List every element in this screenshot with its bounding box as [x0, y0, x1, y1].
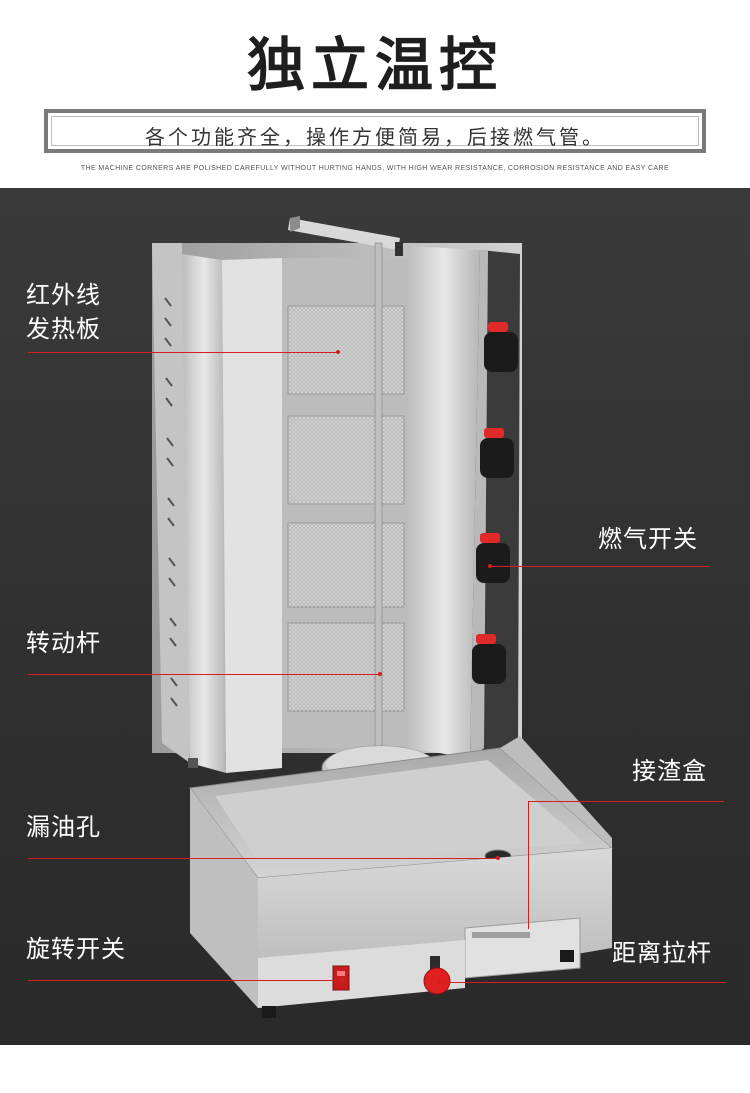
rotating-rod [374, 242, 383, 789]
leader-line [28, 674, 380, 675]
product-stage: 红外线 发热板 燃气开关 转动杆 接渣盒 漏油孔 旋转开关 距离拉杆 [0, 188, 750, 1045]
callout-oil-drain-hole: 漏油孔 [26, 813, 101, 841]
leader-dot [496, 856, 500, 860]
infrared-heater-plates [287, 305, 405, 712]
side-vents [164, 297, 178, 707]
leader-line [28, 352, 338, 353]
leader-dot [378, 672, 382, 676]
leader-dot [488, 564, 492, 568]
callout-gas-switch: 燃气开关 [598, 525, 698, 553]
lever-knob [423, 967, 451, 995]
page-title: 独立温控 [246, 31, 503, 99]
leader-line [440, 982, 726, 983]
leader-dot [336, 350, 340, 354]
leader-line [28, 858, 498, 859]
footer-spacer [0, 1045, 750, 1093]
leader-line-vertical [528, 801, 529, 929]
callout-infrared-heater-line2: 发热板 [26, 315, 101, 343]
callout-rotation-switch: 旋转开关 [26, 935, 126, 963]
distance-lever-drawer [464, 917, 581, 979]
header: 独立温控 各个功能齐全，操作方便简易，后接燃气管。 THE MACHINE CO… [0, 0, 750, 188]
callout-distance-lever: 距离拉杆 [612, 939, 712, 967]
leader-line [528, 801, 724, 802]
subtitle: 各个功能齐全，操作方便简易，后接燃气管。 [145, 125, 605, 149]
leader-dot [438, 980, 442, 984]
callout-infrared-heater-line1: 红外线 [26, 281, 101, 309]
leader-line [490, 566, 710, 567]
gas-knobs [472, 322, 518, 684]
leader-line [28, 980, 342, 981]
leader-dot [340, 978, 344, 982]
callout-infrared-heater: 红外线 发热板 [26, 278, 101, 346]
tagline: THE MACHINE CORNERS ARE POLISHED CAREFUL… [80, 165, 670, 172]
callout-drip-tray: 接渣盒 [632, 757, 707, 785]
subtitle-box: 各个功能齐全，操作方便简易，后接燃气管。 [44, 109, 706, 153]
callout-rotating-rod: 转动杆 [26, 629, 101, 657]
gyro-machine-illustration [152, 216, 614, 1018]
